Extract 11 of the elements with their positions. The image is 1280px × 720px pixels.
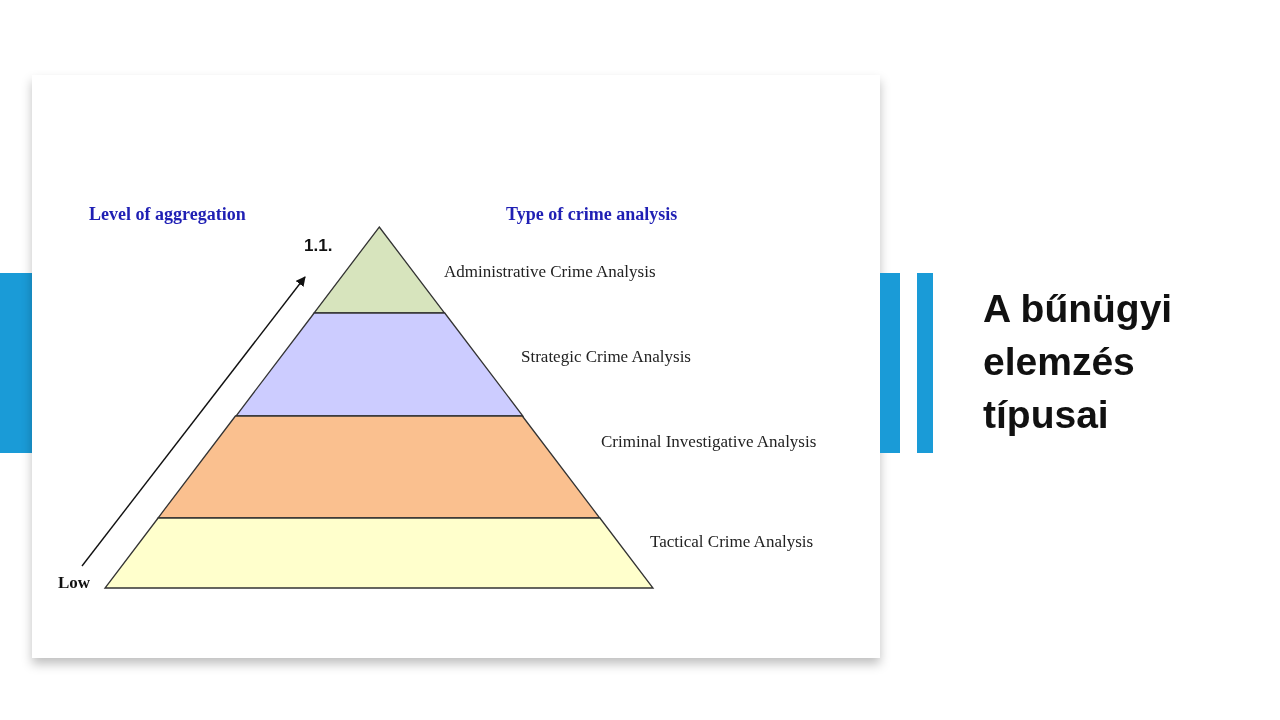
slide-title: A bűnügyi elemzés típusai <box>983 286 1174 438</box>
layer-label: Criminal Investigative Analysis <box>601 431 818 453</box>
layer-label: Administrative Crime Analysis <box>444 261 657 283</box>
axis-heading: Level of aggregation <box>89 204 246 225</box>
column-heading: Type of crime analysis <box>506 204 678 225</box>
scale-label: Low <box>58 573 91 593</box>
pyramid-layer <box>158 416 600 518</box>
pyramid-layer <box>235 313 523 416</box>
layer-label: Strategic Crime Analysis <box>521 346 692 368</box>
layer-label: Tactical Crime Analysis <box>650 531 815 553</box>
section-number: 1.1. <box>304 236 333 256</box>
